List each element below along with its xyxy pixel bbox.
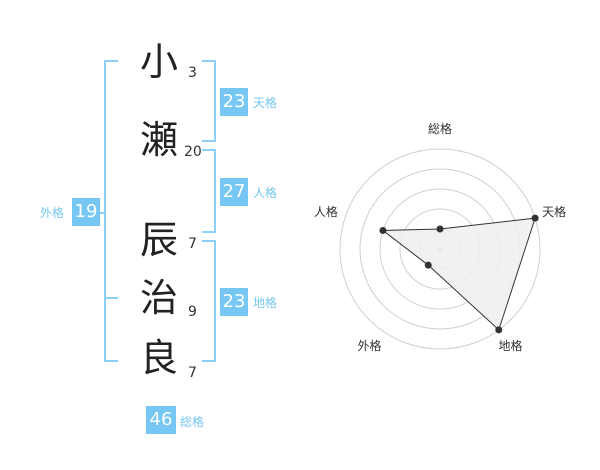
jinkaku-badge: 27 — [220, 178, 248, 206]
radar-point — [379, 226, 387, 234]
stroke-count-5: 7 — [188, 365, 197, 381]
gaikaku-label: 外格 — [40, 206, 65, 220]
gaikaku-badge: 19 — [72, 198, 100, 226]
stroke-count-2: 20 — [184, 144, 202, 160]
stroke-count-4: 9 — [188, 304, 197, 320]
radar-axis-label: 地格 — [499, 338, 523, 353]
chikaku-bracket — [202, 240, 216, 362]
gaikaku-bracket — [104, 60, 118, 362]
name-char-2: 瀬 — [139, 118, 178, 162]
name-char-4: 治 — [139, 276, 178, 320]
radar-point — [495, 326, 503, 334]
radar-polygon — [381, 217, 536, 331]
soukaku-badge: 46 — [146, 406, 176, 434]
name-char-5: 良 — [139, 336, 178, 380]
tenkaku-label: 天格 — [253, 96, 278, 110]
radar-axis-label: 総格 — [428, 121, 452, 136]
gaikaku-bracket-tick — [104, 297, 118, 299]
radar-point — [436, 225, 444, 233]
radar-axis-label: 天格 — [542, 204, 566, 219]
stroke-count-3: 7 — [188, 236, 197, 252]
chikaku-label: 地格 — [253, 296, 278, 310]
jinkaku-label: 人格 — [253, 186, 278, 200]
radar-point — [424, 261, 432, 269]
radar-point — [531, 214, 539, 222]
tenkaku-bracket — [202, 60, 216, 142]
name-char-3: 辰 — [139, 218, 178, 262]
jinkaku-bracket — [202, 149, 216, 233]
soukaku-label: 総格 — [180, 415, 205, 429]
radar-ring — [339, 148, 541, 350]
chikaku-badge: 23 — [220, 288, 248, 316]
name-char-1: 小 — [139, 40, 178, 84]
tenkaku-badge: 23 — [220, 88, 248, 116]
stroke-count-1: 3 — [188, 65, 197, 81]
radar-axis-label: 外格 — [357, 338, 381, 353]
radar-axis-label: 人格 — [314, 204, 338, 219]
